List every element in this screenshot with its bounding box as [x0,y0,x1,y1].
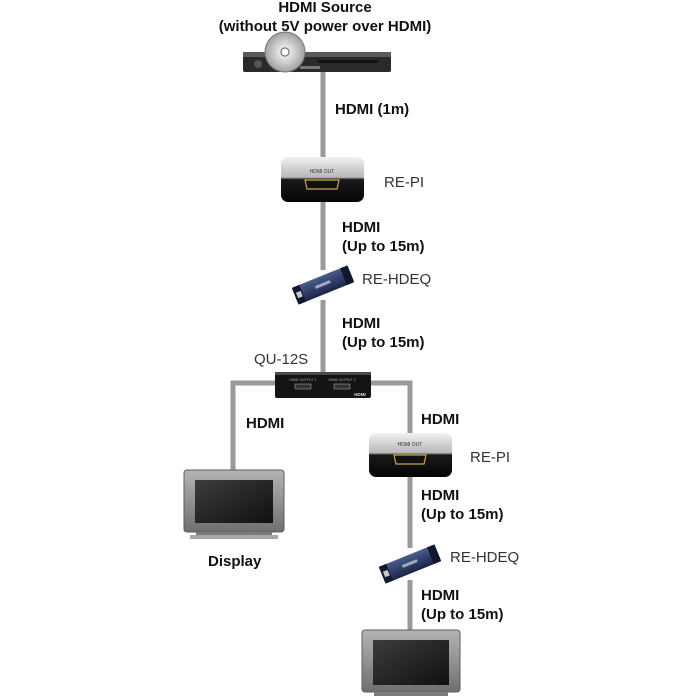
display-monitor-2 [361,629,461,696]
cable-splitter-repi2 [370,380,413,436]
cable-label-7-line2: (Up to 15m) [421,606,504,623]
source-title-line1: HDMI Source [278,0,372,16]
qu-12s-splitter: HDMI OUTPUT 1 HDMI OUTPUT 2 HDMI [275,372,371,398]
hdmi-out-port-label-1: HDMI OUT [310,169,335,175]
cable-label-1: HDMI (1m) [335,101,410,118]
splitter-label: QU-12S [254,351,309,368]
cable-label-3-line1: HDMI [342,315,381,332]
hdmi-port-icon-2 [393,454,427,465]
re-pi-device-2: HDMI OUT [369,433,452,477]
splitter-output-1-label: HDMI OUTPUT 1 [289,378,316,382]
splitter-output-2-label: HDMI OUTPUT 2 [328,378,355,382]
screen [195,480,273,523]
re-hdeq-device-2 [378,544,442,584]
cable-splitter-display [230,380,276,470]
cable-label-2-line1: HDMI [342,219,381,236]
source-title: HDMI Source (without 5V power over HDMI) [195,0,455,36]
splitter-hdmi-logo: HDMI [354,392,366,397]
cable-label-2: HDMI (Up to 15m) [342,218,425,256]
re-hdeq-device-1 [291,265,355,305]
source-title-line2: (without 5V power over HDMI) [218,18,432,35]
re-pi-label-2: RE-PI [470,449,511,466]
cable-label-7-line1: HDMI [421,587,460,604]
cable-label-6-line2: (Up to 15m) [421,506,504,523]
cable-label-6-line1: HDMI [421,487,460,504]
splitter-port-1-icon [294,383,312,390]
re-hdeq-label-2: RE-HDEQ [450,549,520,566]
screen [373,640,449,685]
display-monitor-1 [183,469,285,539]
cable-label-4: HDMI [246,415,285,432]
cable-label-6: HDMI (Up to 15m) [421,486,504,524]
display-label: Display [208,553,262,570]
hdmi-out-port-label-2: HDMI OUT [398,442,423,448]
cable-label-3: HDMI (Up to 15m) [342,314,425,352]
hdmi-port-icon-1 [304,179,340,190]
re-hdeq-label-1: RE-HDEQ [362,271,432,288]
cable-label-5: HDMI [421,411,460,428]
cables [230,70,413,630]
cable-label-7: HDMI (Up to 15m) [421,586,504,624]
cable-label-2-line2: (Up to 15m) [342,238,425,255]
re-pi-device-1: HDMI OUT [281,157,364,202]
splitter-port-2-icon [333,383,351,390]
hdmi-source-device [243,31,391,73]
re-pi-label-1: RE-PI [384,174,425,191]
cable-label-3-line2: (Up to 15m) [342,334,425,351]
